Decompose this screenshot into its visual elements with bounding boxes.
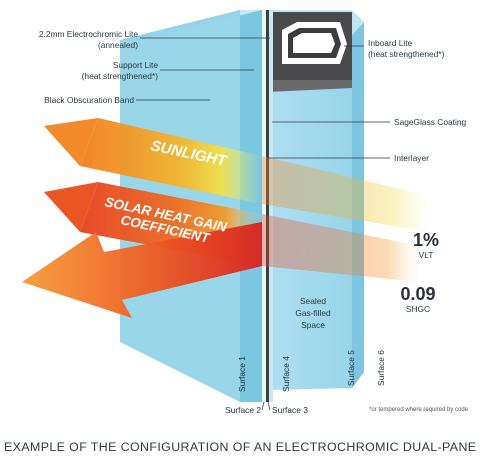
inboard-lite-sub: (heat strengthened*) xyxy=(368,49,445,59)
shgc-metric-label: SHGC xyxy=(406,304,430,314)
interlayer-label: Interlayer xyxy=(394,153,429,163)
inboard-lite-label: Inboard Lite xyxy=(368,38,413,48)
surface-4-label: Surface 4 xyxy=(281,356,291,392)
surface-2-label: Surface 2 xyxy=(225,405,261,415)
spacer-cavity-hole xyxy=(293,33,335,53)
footnote: *or tempered where required by code xyxy=(369,407,469,413)
sunlight-band-transmitted xyxy=(262,156,430,232)
sunlight-band xyxy=(80,118,262,204)
vlt-value: 1% xyxy=(413,230,439,250)
sealed-space-line2: Gas-filled xyxy=(295,308,331,318)
spacer-bottom xyxy=(268,80,352,92)
support-lite-label: Support Lite xyxy=(113,60,159,70)
shgc-value: 0.09 xyxy=(400,284,435,304)
sealed-space-line3: Space xyxy=(301,320,325,330)
caption: EXAMPLE OF THE CONFIGURATION OF AN ELECT… xyxy=(4,440,477,454)
sageglass-coating-label: SageGlass Coating xyxy=(394,117,467,127)
surface-6-label: Surface 6 xyxy=(376,350,386,386)
interlayer-strip xyxy=(262,10,266,402)
sunlight-arrow-head xyxy=(44,118,98,166)
black-band-label: Black Obscuration Band xyxy=(44,95,134,105)
inboard-edge-strip xyxy=(269,10,273,402)
reflected-heat-arrow xyxy=(22,222,262,318)
surface-1-label: Surface 1 xyxy=(237,356,247,392)
outboard-lite-side xyxy=(240,10,262,402)
sealed-space-line1: Sealed xyxy=(300,296,326,306)
vlt-label: VLT xyxy=(419,250,434,260)
shgc-band-transmitted xyxy=(262,214,420,282)
surface-5-label: Surface 5 xyxy=(346,350,356,386)
support-lite-sub: (heat strengthened*) xyxy=(82,71,159,81)
sageglass-coating-strip xyxy=(266,10,269,402)
electrochromic-lite-sub: (annealed) xyxy=(98,40,138,50)
leader-lines xyxy=(136,37,390,159)
shgc-arrow-head xyxy=(44,182,98,232)
surface-pointers xyxy=(261,401,271,411)
surface-3-label: Surface 3 xyxy=(272,405,308,415)
electrochromic-lite-label: 2.2mm Electrochromic Lite xyxy=(39,29,138,39)
